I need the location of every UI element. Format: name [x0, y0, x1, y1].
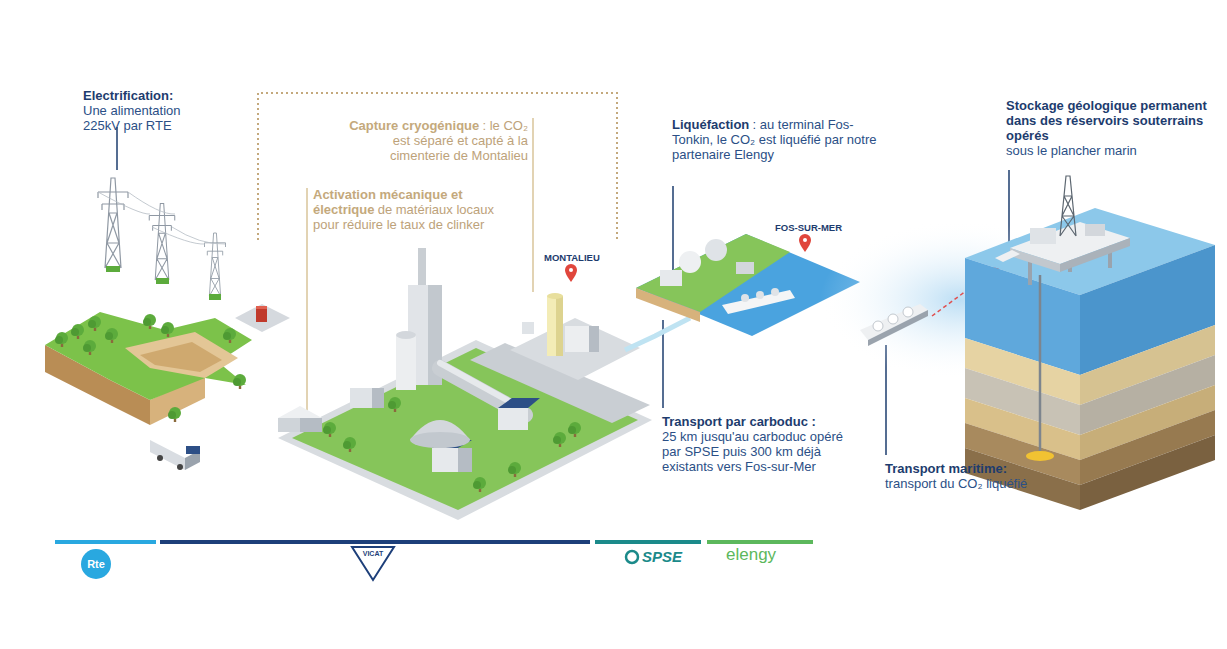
logo-text: SPSE: [642, 548, 682, 566]
storage-callout: Stockage géologique permanent dans des r…: [1006, 98, 1218, 158]
logo-circle: Rte: [81, 549, 111, 579]
logo-text: SPSE: [642, 548, 682, 565]
logo-text: VICAT: [363, 549, 383, 559]
logo-text: elengy: [726, 545, 776, 564]
callout-heading: Electrification:: [83, 88, 208, 103]
logo-text: VICAT: [363, 550, 383, 557]
electrification-callout: Electrification:Une alimentation 225kV p…: [83, 88, 208, 133]
callout-body: Une alimentation 225kV par RTE: [83, 103, 208, 133]
logo-text: elengy: [726, 545, 776, 565]
callout-body: 25 km jusqu'au carboduc opéré par SPSE p…: [662, 429, 852, 474]
pipeline-callout: Transport par carboduc :25 km jusqu'au c…: [662, 414, 852, 474]
callout-heading: Capture cryogénique: [349, 118, 479, 133]
callout-heading: Stockage géologique permanent dans des r…: [1006, 98, 1218, 143]
shipping-callout: Transport maritime:transport du CO₂ liqu…: [885, 461, 1085, 491]
callout-heading: Transport maritime:: [885, 461, 1085, 476]
place-name: FOS-SUR-MER: [775, 222, 842, 235]
callout-heading: Transport par carboduc :: [662, 414, 852, 429]
capture-callout: Capture cryogénique: le CO₂ est séparé e…: [330, 118, 528, 163]
logo-text: Rte: [87, 558, 105, 570]
activation-callout: Activation mécanique et électriquede mat…: [313, 187, 495, 232]
place-name: FOS-SUR-MER: [775, 222, 842, 233]
liquefaction-callout: Liquéfaction: au terminal Fos-Tonkin, le…: [672, 117, 877, 162]
place-name: MONTALIEU: [544, 252, 600, 263]
callout-body: sous le plancher marin: [1006, 143, 1218, 158]
callout-heading: Liquéfaction: [672, 117, 749, 132]
callout-body: transport du CO₂ liquéfié: [885, 476, 1085, 491]
place-name: MONTALIEU: [544, 252, 600, 265]
